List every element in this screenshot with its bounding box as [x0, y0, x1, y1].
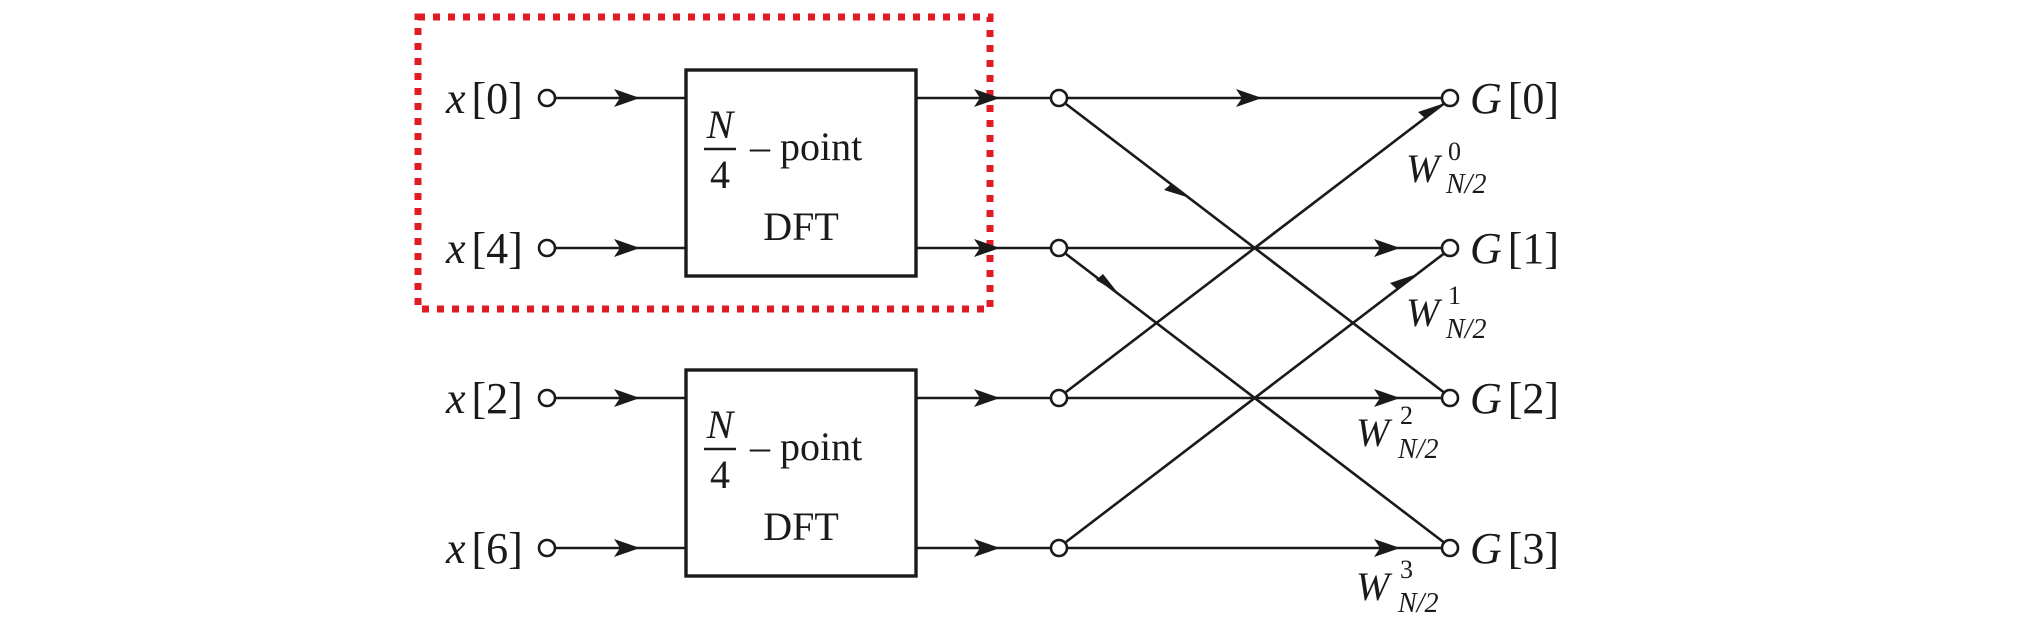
svg-text:W: W [1356, 564, 1393, 609]
svg-text:x[2]: x[2] [445, 374, 523, 423]
svg-text:1: 1 [1448, 281, 1461, 310]
dft-block-bottom: N 4 – point DFT [684, 368, 918, 578]
svg-text:0: 0 [1448, 137, 1461, 166]
input-node-0 [537, 88, 557, 108]
input-node-3 [537, 538, 557, 558]
mid-node-3 [1049, 538, 1069, 558]
mid-node-0 [1049, 88, 1069, 108]
input-wires [555, 89, 686, 557]
svg-text:G[3]: G[3] [1470, 524, 1559, 573]
butterfly-cross-wires [1065, 100, 1447, 546]
dft-bottom-label: DFT [763, 504, 839, 549]
output-node-2 [1440, 388, 1460, 408]
twiddle-label-1: W 1 N/2 [1406, 281, 1486, 345]
dft-bottom-denominator: 4 [710, 452, 730, 497]
input-node-2 [537, 388, 557, 408]
svg-text:N/2: N/2 [1397, 588, 1438, 619]
svg-text:G[2]: G[2] [1470, 374, 1559, 423]
svg-text:x[0]: x[0] [445, 74, 523, 123]
output-label-0: G[0] [1470, 74, 1559, 123]
highlight-box [414, 13, 994, 313]
svg-text:3: 3 [1400, 555, 1413, 584]
input-label-1: x[4] [445, 224, 523, 273]
svg-text:x[6]: x[6] [445, 524, 523, 573]
dft-output-wires [916, 89, 1051, 557]
svg-text:x[4]: x[4] [445, 224, 523, 273]
dft-bottom-numerator: N [706, 402, 736, 447]
dft-bottom-suffix: – point [749, 424, 862, 469]
mid-node-2 [1049, 388, 1069, 408]
dft-top-numerator: N [706, 102, 736, 147]
output-node-0 [1440, 88, 1460, 108]
input-label-3: x[6] [445, 524, 523, 573]
svg-text:N/2: N/2 [1445, 169, 1486, 200]
mid-node-1 [1049, 238, 1069, 258]
svg-text:G[1]: G[1] [1470, 224, 1559, 273]
svg-text:W: W [1406, 146, 1443, 191]
twiddle-label-3: W 3 N/2 [1356, 555, 1438, 619]
input-label-0: x[0] [445, 74, 523, 123]
svg-text:W: W [1356, 410, 1393, 455]
output-node-1 [1440, 238, 1460, 258]
output-label-3: G[3] [1470, 524, 1559, 573]
dft-top-suffix: – point [749, 124, 862, 169]
butterfly-straight-wires [1068, 89, 1442, 557]
svg-text:2: 2 [1400, 401, 1413, 430]
twiddle-label-2: W 2 N/2 [1356, 401, 1438, 465]
dft-top-denominator: 4 [710, 152, 730, 197]
output-node-3 [1440, 538, 1460, 558]
input-label-2: x[2] [445, 374, 523, 423]
svg-text:N/2: N/2 [1397, 434, 1438, 465]
dft-block-top: N 4 – point DFT [684, 68, 918, 278]
input-node-1 [537, 238, 557, 258]
svg-text:N/2: N/2 [1445, 314, 1486, 345]
svg-text:G[0]: G[0] [1470, 74, 1559, 123]
dft-top-label: DFT [763, 204, 839, 249]
output-label-1: G[1] [1470, 224, 1559, 273]
twiddle-label-0: W 0 N/2 [1406, 137, 1486, 200]
output-label-2: G[2] [1470, 374, 1559, 423]
svg-text:W: W [1406, 290, 1443, 335]
